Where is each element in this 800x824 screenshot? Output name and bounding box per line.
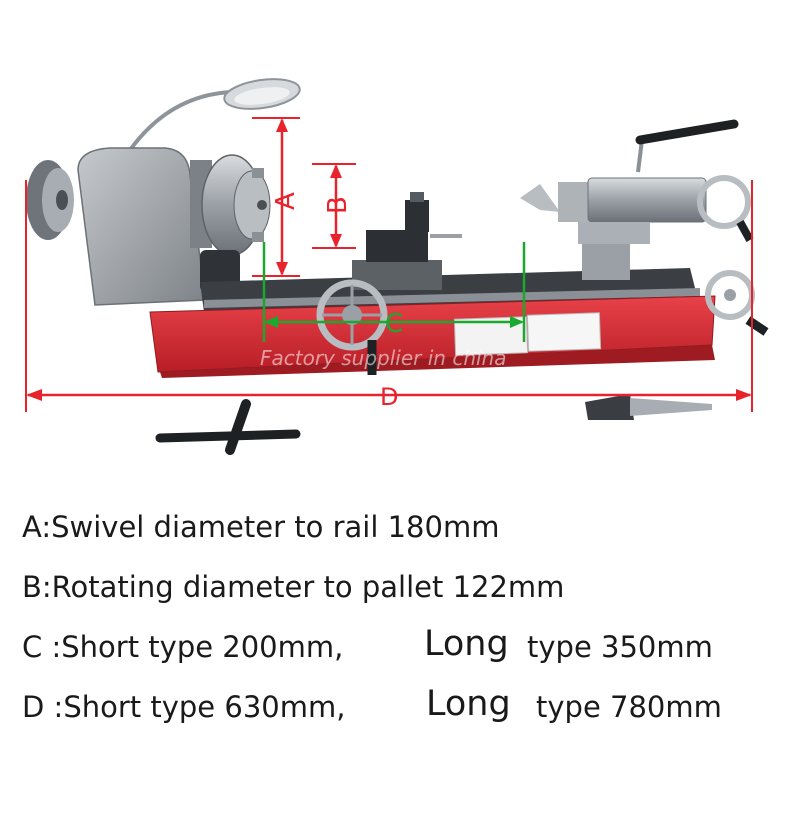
spec-b: B:Rotating diameter to pallet 122mm bbox=[22, 570, 565, 604]
carriage-handwheel bbox=[316, 279, 388, 375]
drill-chuck-arbor bbox=[585, 394, 712, 420]
dimension-c-label: C bbox=[385, 309, 403, 339]
spec-c-short: C :Short type 200mm, bbox=[22, 630, 344, 664]
spec-a: A:Swivel diameter to rail 180mm bbox=[22, 510, 500, 544]
drive-pulley bbox=[26, 160, 74, 240]
headstock bbox=[77, 147, 212, 306]
leadscrew-handwheel bbox=[705, 270, 769, 336]
chuck-key bbox=[155, 399, 301, 455]
three-jaw-chuck bbox=[201, 154, 271, 256]
spec-c-row: C :Short type 200mm, Long type 350mm bbox=[22, 624, 782, 674]
work-lamp bbox=[128, 78, 301, 152]
dimension-b bbox=[312, 163, 356, 249]
spec-d-long-word: Long bbox=[426, 684, 511, 724]
dimension-a bbox=[252, 117, 300, 277]
dimension-d-label: D bbox=[380, 383, 398, 411]
spec-d-long-value: type 780mm bbox=[536, 690, 722, 724]
red-lathe-base bbox=[149, 295, 716, 378]
watermark-text: Factory supplier in china bbox=[260, 346, 506, 370]
dimension-c bbox=[262, 242, 526, 342]
dimension-d bbox=[25, 180, 753, 412]
dimension-b-label: B bbox=[323, 196, 353, 214]
spec-d-row: D :Short type 630mm, Long type 780mm bbox=[22, 684, 782, 734]
dimension-a-label: A bbox=[271, 192, 301, 210]
spec-c-long-word: Long bbox=[424, 624, 509, 664]
spec-c-long-value: type 350mm bbox=[527, 630, 713, 664]
lathe-product-photo: Factory supplier in china A B C D bbox=[25, 78, 769, 455]
tailstock bbox=[520, 119, 754, 280]
spec-d-short: D :Short type 630mm, bbox=[22, 690, 346, 724]
